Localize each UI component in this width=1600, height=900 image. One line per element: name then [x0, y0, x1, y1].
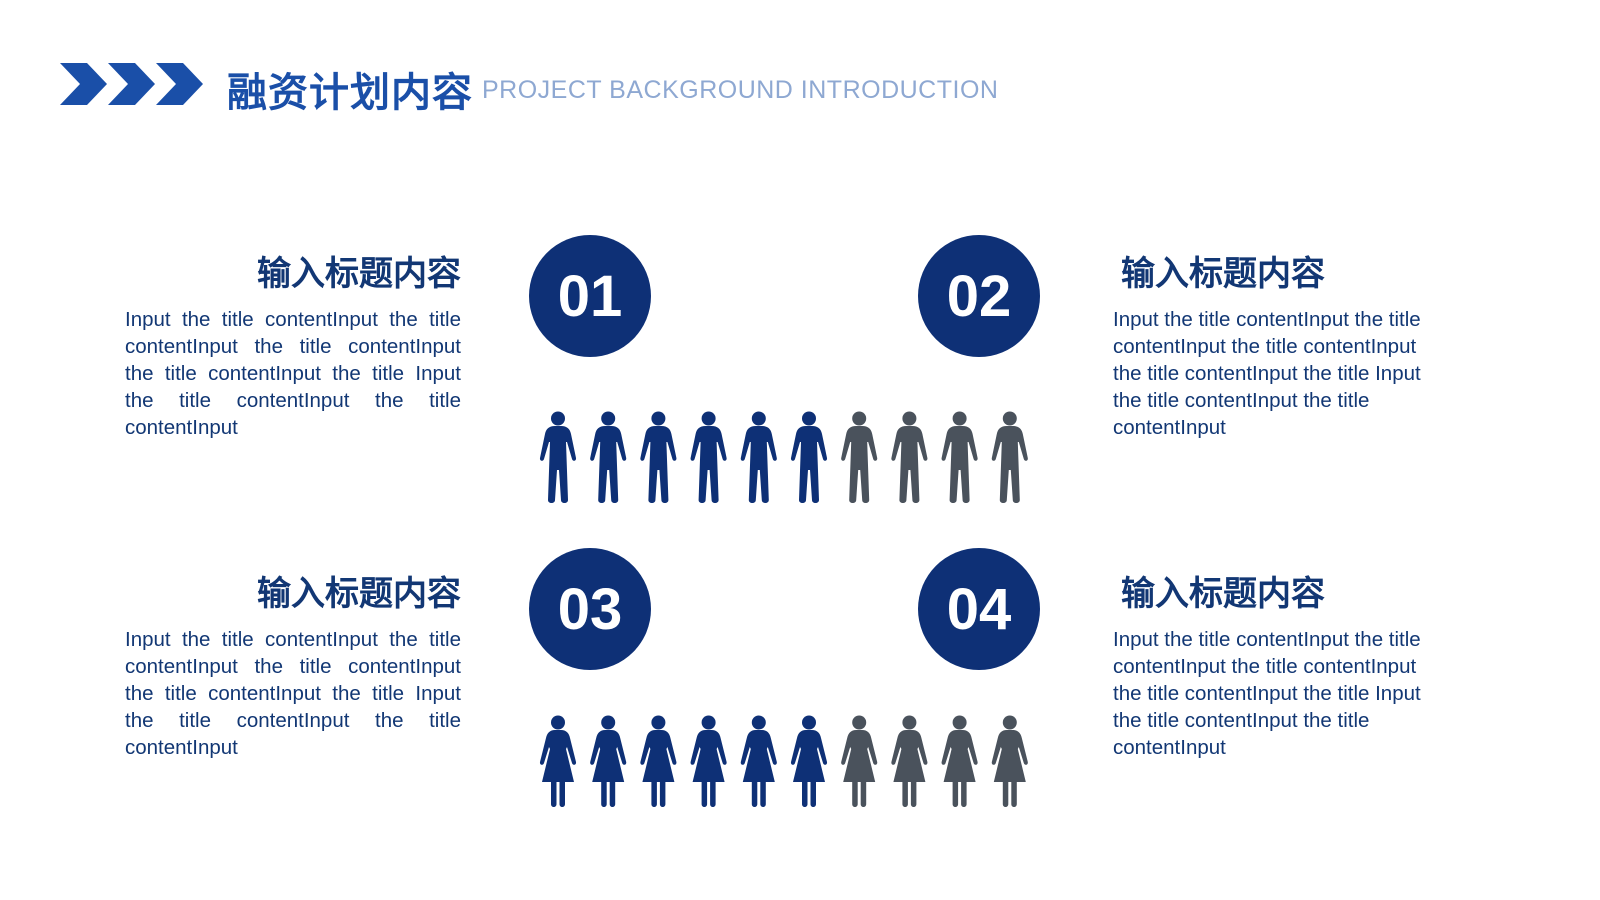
number-badge-03: 03	[529, 548, 651, 670]
block-body: Input the title contentInput the title c…	[125, 628, 461, 759]
triple-chevron-right-icon	[60, 63, 203, 105]
block-heading: 输入标题内容	[1121, 254, 1325, 294]
page-subtitle: PROJECT BACKGROUND INTRODUCTION	[482, 76, 999, 104]
content-block-1: 输入标题内容 Input the title contentInput the …	[125, 252, 461, 441]
male-person-icon	[941, 411, 978, 503]
number-badge-02: 02	[918, 235, 1040, 357]
block-heading: 输入标题内容	[257, 254, 461, 294]
number-badge-04: 04	[918, 548, 1040, 670]
male-person-icon	[891, 411, 928, 503]
female-person-icon	[941, 715, 978, 807]
block-body: Input the title contentInput the title c…	[125, 308, 461, 439]
male-person-icon	[740, 411, 777, 503]
block-heading: 输入标题内容	[257, 574, 461, 614]
female-person-icon	[539, 715, 577, 807]
content-block-2: 输入标题内容 Input the title contentInput the …	[1113, 252, 1449, 441]
block-body: Input the title contentInput the title c…	[1113, 628, 1421, 759]
people-row-male	[537, 410, 1039, 506]
male-person-icon	[991, 411, 1028, 503]
male-person-icon	[539, 411, 577, 503]
female-person-icon	[590, 715, 627, 807]
female-person-icon	[991, 715, 1028, 807]
block-body: Input the title contentInput the title c…	[1113, 308, 1421, 439]
male-person-icon	[690, 411, 727, 503]
block-heading: 输入标题内容	[1121, 574, 1325, 614]
female-person-icon	[790, 715, 828, 807]
male-person-icon	[841, 411, 878, 503]
male-person-icon	[790, 411, 828, 503]
female-person-icon	[690, 715, 727, 807]
page-title: 融资计划内容	[227, 70, 473, 116]
content-block-4: 输入标题内容 Input the title contentInput the …	[1113, 572, 1449, 761]
female-person-icon	[841, 715, 878, 807]
content-block-3: 输入标题内容 Input the title contentInput the …	[125, 572, 461, 761]
male-person-icon	[640, 411, 677, 503]
female-person-icon	[640, 715, 677, 807]
male-person-icon	[590, 411, 627, 503]
female-person-icon	[740, 715, 777, 807]
number-badge-01: 01	[529, 235, 651, 357]
people-row-female	[537, 714, 1039, 810]
female-person-icon	[891, 715, 928, 807]
